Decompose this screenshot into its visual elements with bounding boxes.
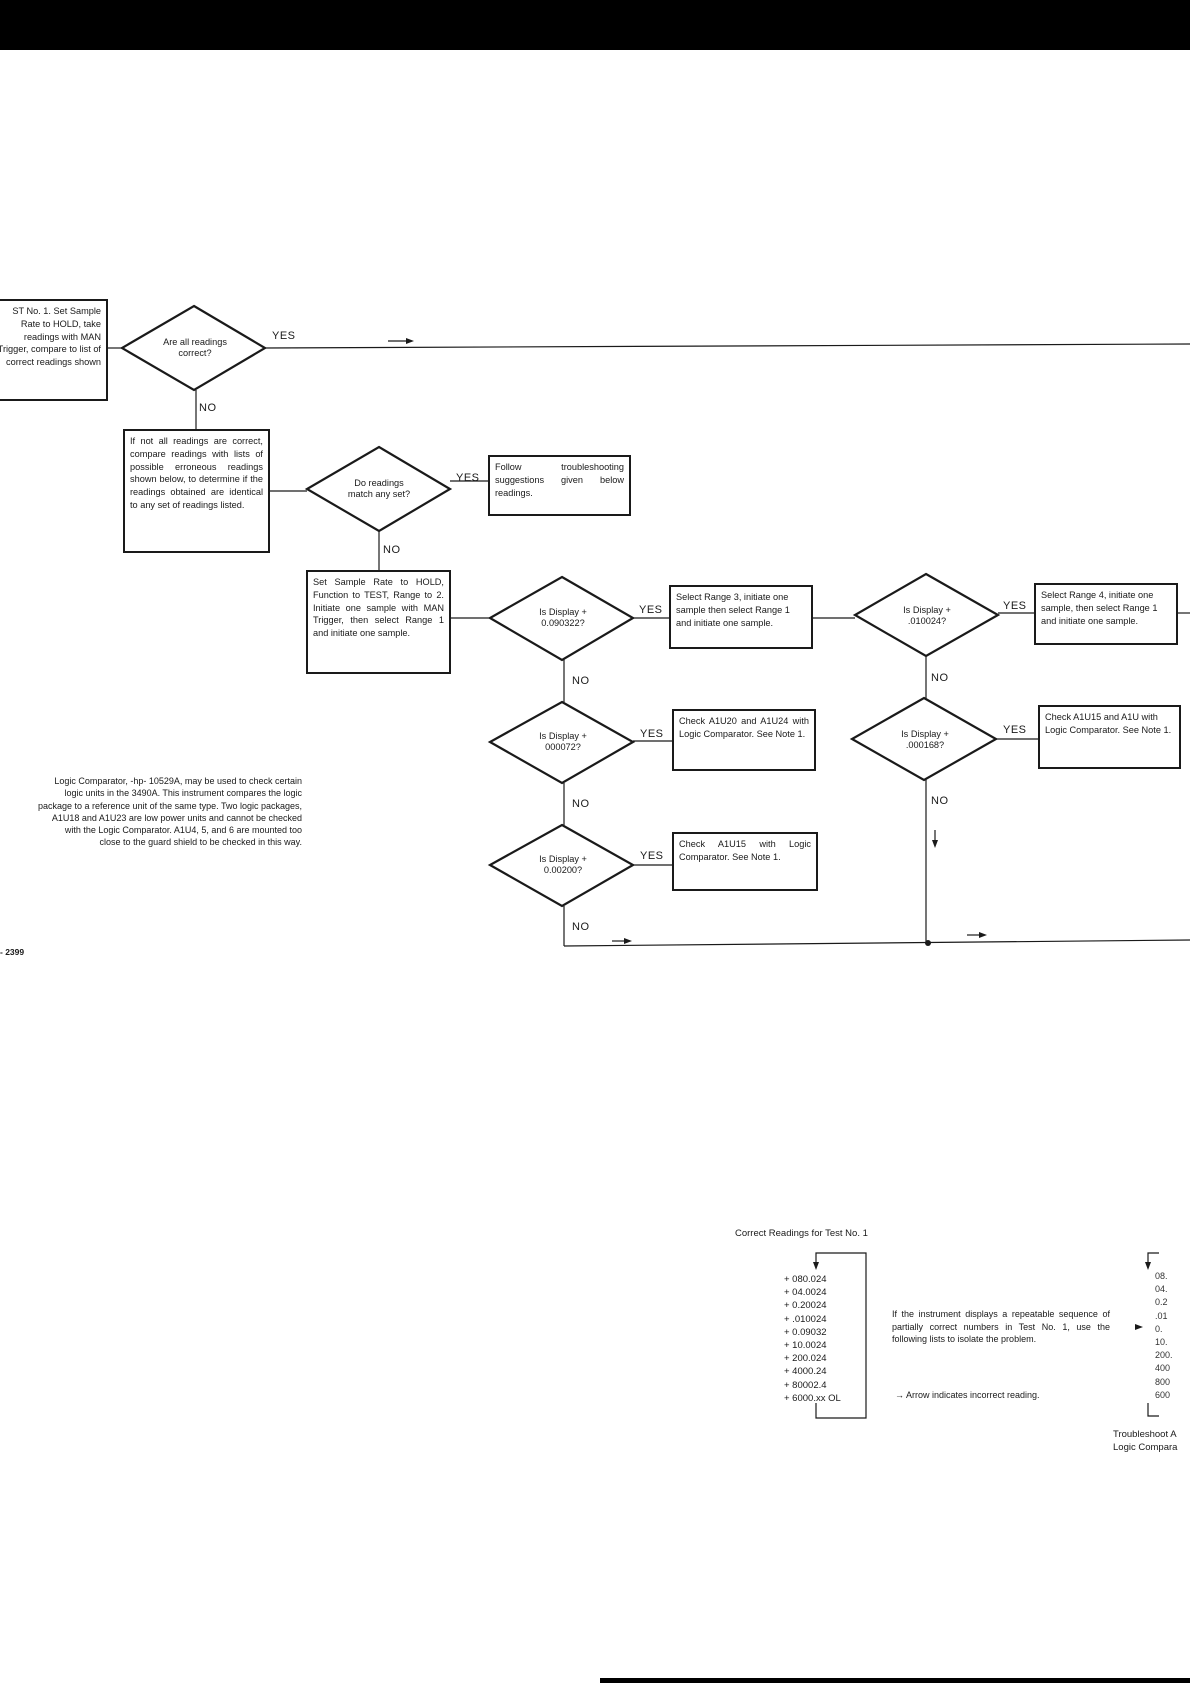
diamond-display-090322 — [487, 575, 636, 662]
right-readings-fragments: 08. 04. 0.2 .01 0. 10. 200. 400 800 600 — [1155, 1270, 1190, 1402]
box-compare-readings-text: If not all readings are correct, compare… — [130, 436, 263, 510]
note-line: Logic Comparator, -hp- 10529A, may be us… — [54, 776, 302, 786]
reading-fragment: 400 — [1155, 1363, 1171, 1374]
reading-fragment: 0. — [1155, 1323, 1163, 1334]
reading-fragment: 600 — [1155, 1389, 1171, 1400]
diamond-all-readings-correct — [119, 304, 268, 392]
right-caption-line: Logic Compara — [1113, 1442, 1178, 1453]
reading-value: + 04.0024 — [784, 1287, 827, 1299]
diamond-display-00200-text: Is Display + 0.00200? — [539, 853, 587, 876]
reading-fragment: 200. — [1155, 1350, 1173, 1361]
box-follow-suggestions-text: Follow troubleshooting suggestions given… — [495, 462, 624, 498]
reading-fragment: 10. — [1155, 1337, 1168, 1348]
diamond-display-000168 — [849, 696, 999, 782]
diamond-display-090322-text: Is Display + 0.090322? — [539, 606, 587, 629]
label-no-1: NO — [199, 402, 217, 414]
box-check-a1u15-right-text: Check A1U15 and A1U with Logic Comparato… — [1045, 712, 1172, 735]
box-check-a1u15-text: Check A1U15 with Logic Comparator. See N… — [679, 839, 811, 862]
right-caption: Troubleshoot A Logic Compara — [1113, 1428, 1190, 1454]
scan-dark-top-band — [0, 0, 1190, 50]
box-set-sample-rate: Set Sample Rate to HOLD, Function to TES… — [306, 570, 451, 674]
box-select-range-3-text: Select Range 3, initiate one sample then… — [676, 592, 790, 628]
diamond-display-000072 — [487, 700, 636, 785]
readings-arrow-note: → Arrow indicates incorrect reading. — [895, 1390, 1040, 1400]
label-yes-5: YES — [640, 728, 664, 740]
right-caption-line: Troubleshoot A — [1113, 1429, 1177, 1440]
diamond-display-000168-text: Is Display + .000168? — [901, 728, 949, 751]
note-line: close to the guard shield to be checked … — [99, 837, 302, 848]
reading-value: + 0.20024 — [784, 1300, 827, 1312]
reading-value: + 10.0024 — [784, 1340, 827, 1352]
label-no-4: NO — [931, 672, 949, 684]
page-number: - 2399 — [0, 947, 25, 957]
label-yes-7: YES — [640, 850, 664, 862]
label-yes-6: YES — [1003, 724, 1027, 736]
diamond-display-010024-text: Is Display + .010024? — [903, 604, 951, 627]
box-start-test-1-text: ST No. 1. Set Sample Rate to HOLD, take … — [0, 306, 101, 368]
diamond-display-000072-text: Is Display + 000072? — [539, 730, 587, 753]
box-select-range-3: Select Range 3, initiate one sample then… — [669, 585, 813, 649]
label-yes-3: YES — [639, 604, 663, 616]
reading-fragment: 04. — [1155, 1284, 1168, 1295]
readings-description: If the instrument displays a repeatable … — [892, 1309, 1110, 1344]
readings-title: Correct Readings for Test No. 1 — [735, 1228, 868, 1239]
box-start-test-1: ST No. 1. Set Sample Rate to HOLD, take … — [0, 299, 108, 401]
label-no-7: NO — [572, 921, 590, 933]
scan-dark-bottom-band — [600, 1678, 1190, 1683]
note-line: with the Logic Comparator. A1U4, 5, and … — [64, 825, 302, 836]
diamond-display-00200 — [487, 823, 636, 908]
box-check-a1u15: Check A1U15 with Logic Comparator. See N… — [672, 832, 818, 891]
note-line: A1U18 and A1U23 are low power units and … — [51, 812, 302, 823]
note-line: logic units in the 3490A. This instrumen… — [64, 788, 302, 799]
label-no-6: NO — [931, 795, 949, 807]
label-no-5: NO — [572, 798, 590, 810]
label-yes-4: YES — [1003, 600, 1027, 612]
box-select-range-4: Select Range 4, initiate one sample, the… — [1034, 583, 1178, 645]
note-line: package to a reference unit of the same … — [38, 800, 302, 811]
box-compare-readings: If not all readings are correct, compare… — [123, 429, 270, 553]
reading-value: + 0.09032 — [784, 1326, 827, 1338]
diamond-display-010024 — [852, 572, 1001, 658]
reading-fragment: 0.2 — [1155, 1297, 1168, 1308]
label-yes-2: YES — [456, 472, 480, 484]
note-logic-comparator: Logic Comparator, -hp- 10529A, may be us… — [0, 775, 302, 849]
reading-value: + 4000.24 — [784, 1366, 827, 1378]
diamond-readings-match-set — [304, 445, 453, 533]
label-no-3: NO — [572, 675, 590, 687]
reading-value: + 200.024 — [784, 1353, 827, 1365]
box-select-range-4-text: Select Range 4, initiate one sample, the… — [1041, 590, 1158, 626]
reading-fragment: 08. — [1155, 1271, 1168, 1281]
reading-value: + .010024 — [784, 1313, 827, 1325]
box-check-a1u15-right: Check A1U15 and A1U with Logic Comparato… — [1038, 705, 1181, 769]
box-check-a1u20-a1u24-text: Check A1U20 and A1U24 with Logic Compara… — [679, 716, 809, 739]
diamond-all-readings-correct-text: Are all readings correct? — [163, 336, 227, 359]
box-check-a1u20-a1u24: Check A1U20 and A1U24 with Logic Compara… — [672, 709, 816, 771]
label-yes-1: YES — [272, 330, 296, 342]
label-no-2: NO — [383, 544, 401, 556]
reading-value: + 080.024 — [784, 1274, 827, 1285]
reading-value: + 6000.xx OL — [784, 1392, 841, 1404]
box-set-sample-rate-text: Set Sample Rate to HOLD, Function to TES… — [313, 577, 444, 639]
diamond-readings-match-set-text: Do readings match any set? — [347, 477, 411, 500]
reading-value: + 80002.4 — [784, 1379, 827, 1391]
correct-readings-list: + 080.024 + 04.0024 + 0.20024 + .010024 … — [784, 1273, 874, 1405]
box-follow-suggestions: Follow troubleshooting suggestions given… — [488, 455, 631, 516]
reading-fragment: 800 — [1155, 1376, 1171, 1387]
reading-fragment: .01 — [1155, 1310, 1168, 1321]
